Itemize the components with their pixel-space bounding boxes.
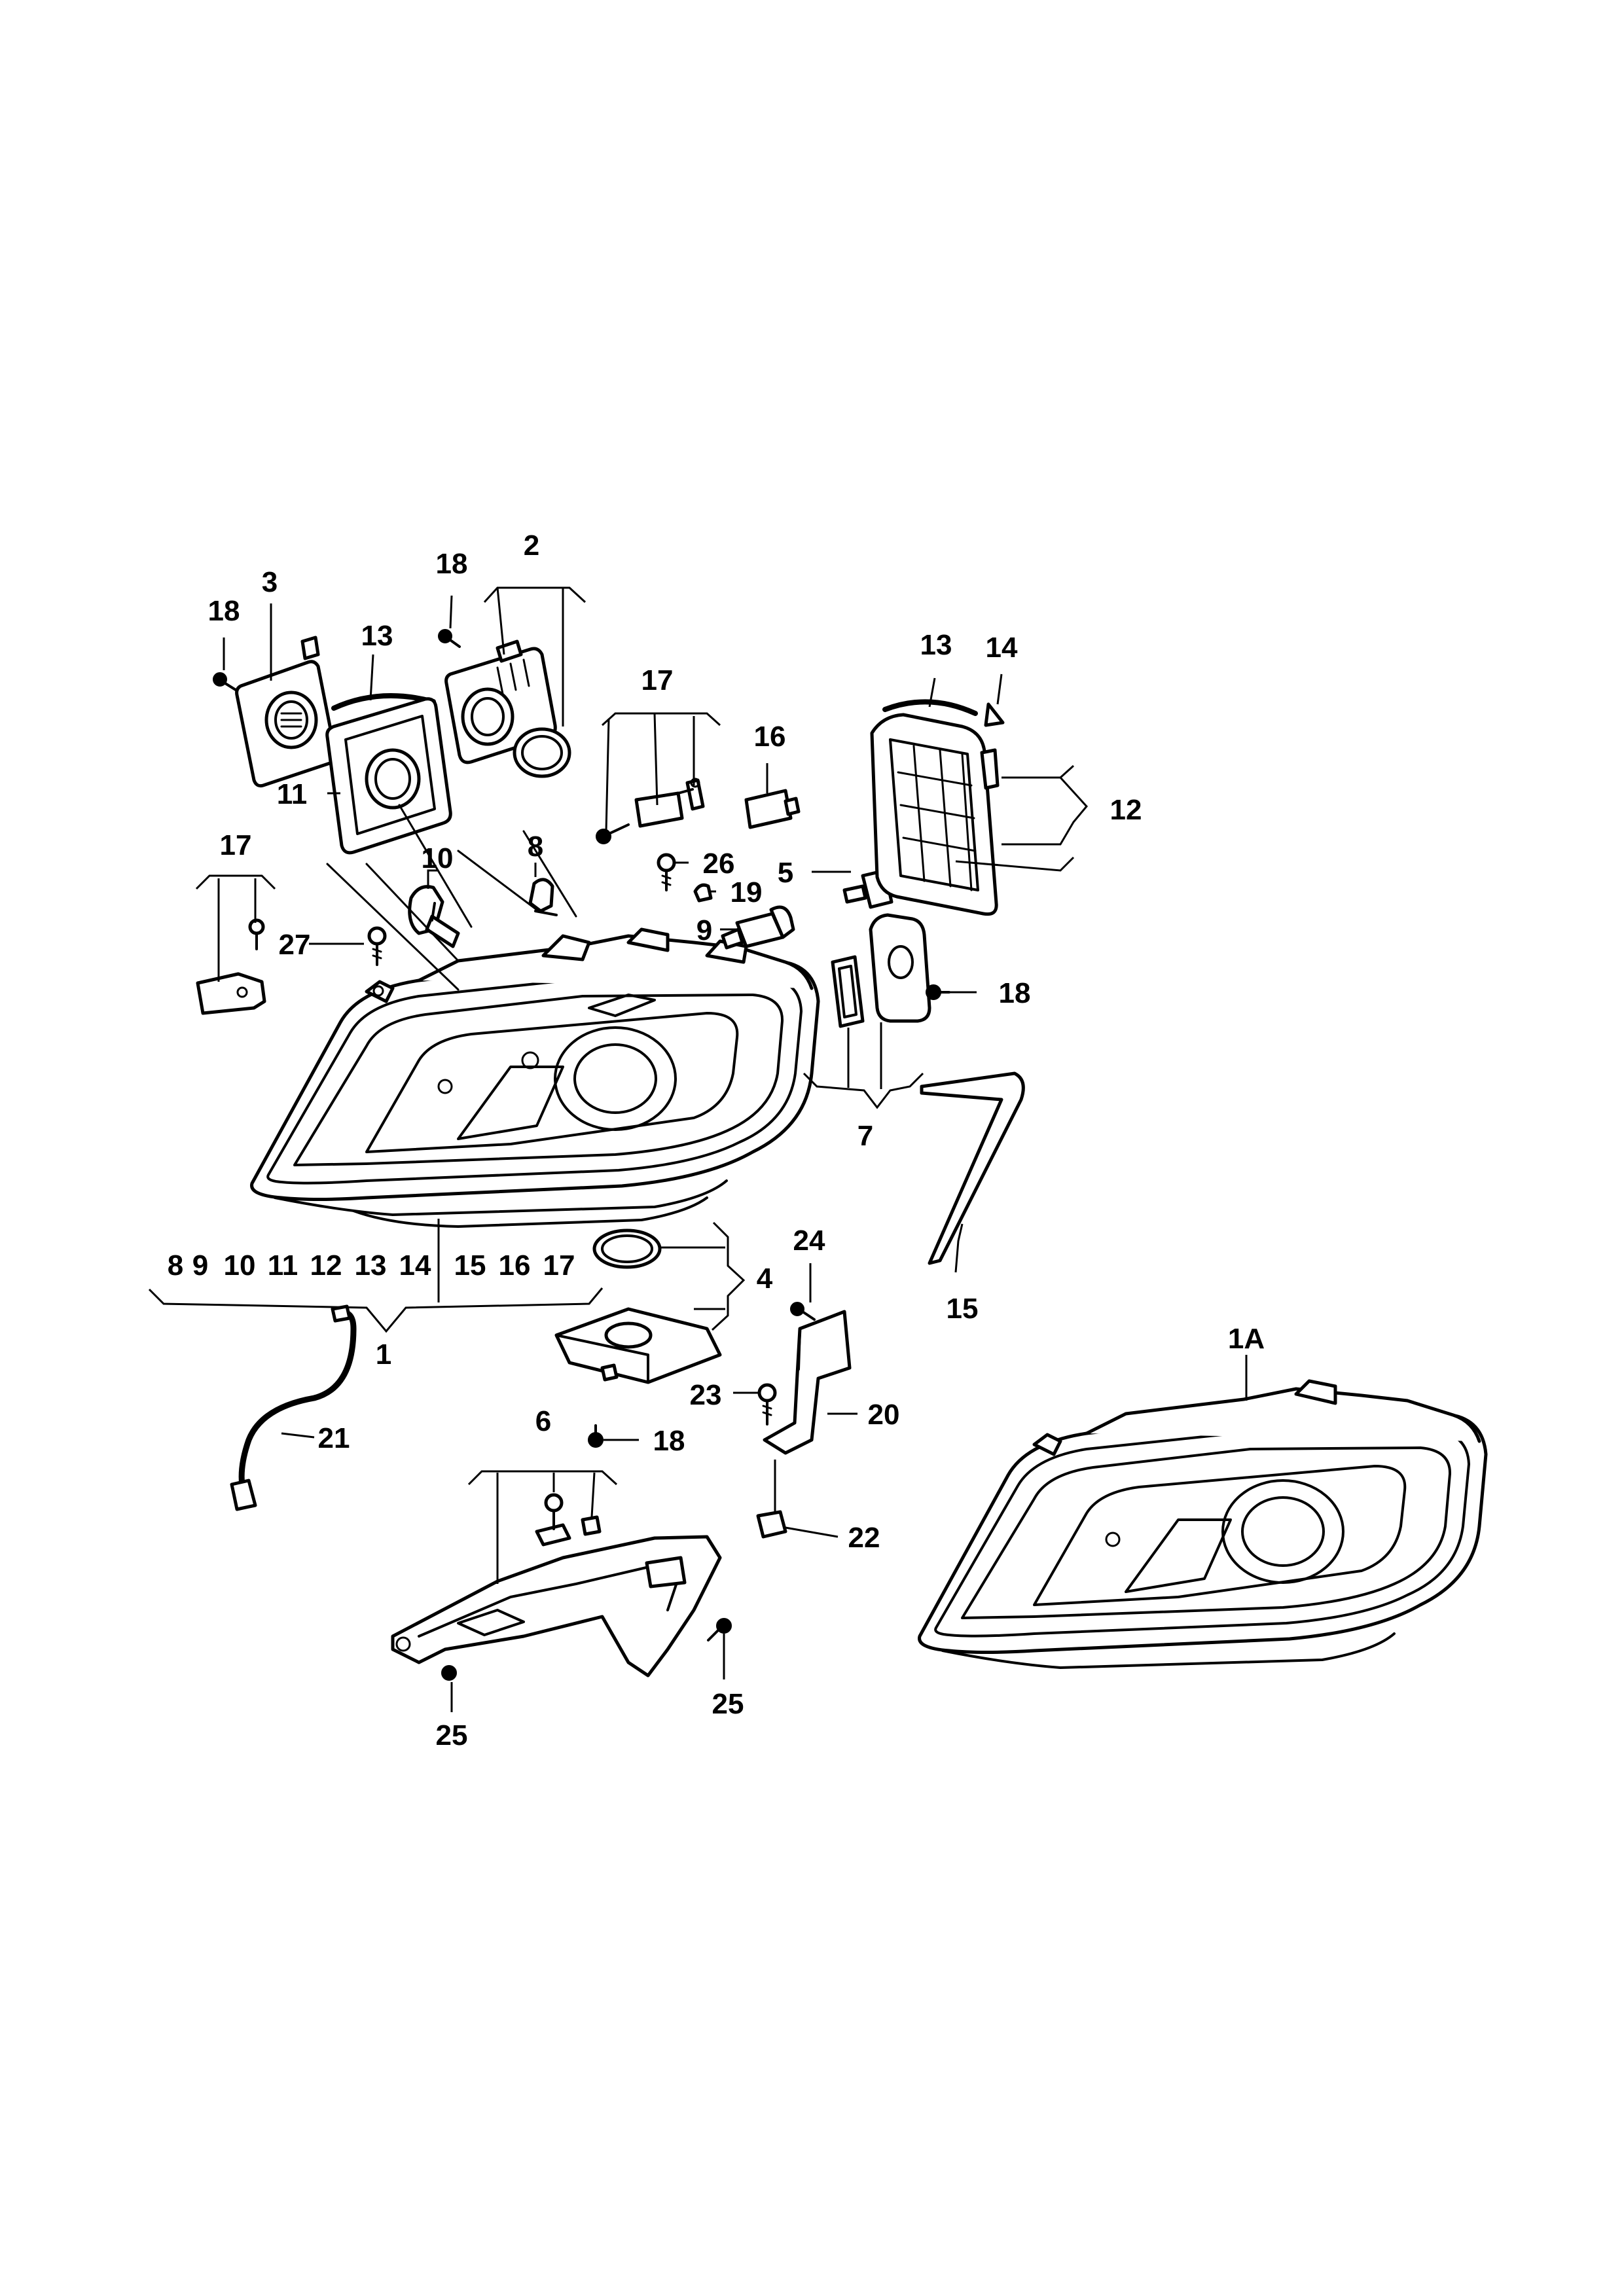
callout-21: 21 [318,1422,350,1454]
callout-23: 23 [690,1379,722,1411]
contents-17: 17 [543,1249,575,1282]
callout-18-d: 18 [653,1425,685,1457]
callout-25-right: 25 [712,1688,744,1720]
callout-10: 10 [422,842,454,874]
screw-27 [367,926,387,966]
screw-bracket-17 [596,823,630,844]
callout-27: 27 [279,929,311,961]
contents-8: 8 [168,1249,183,1282]
callout-14: 14 [986,632,1018,664]
callout-25-left: 25 [436,1719,468,1751]
callout-3: 3 [262,566,278,598]
assembly-contents-row: 8 9 10 11 12 13 14 15 16 17 [168,1249,575,1282]
screw-17-left [248,918,265,950]
cover-12 [870,713,1000,916]
contents-16: 16 [499,1249,531,1282]
contents-14: 14 [399,1249,431,1282]
callout-18-a: 18 [208,595,240,627]
contents-9: 9 [192,1249,208,1282]
screw-26 [657,853,676,891]
nut-6 [581,1515,602,1536]
callout-19: 19 [731,876,763,908]
bracket-6 [391,1523,722,1677]
clip-14 [984,702,1005,727]
callout-1: 1 [376,1338,391,1371]
wire-21 [230,1304,357,1511]
callouts: 1 1A 2 3 4 5 6 7 8 9 10 11 12 13 13 14 1… [208,529,1265,1751]
callout-5: 5 [778,857,793,889]
trim-strip-15 [920,1071,1025,1265]
screw-24 [790,1302,816,1321]
callout-1a: 1A [1228,1323,1265,1355]
clip-22 [756,1510,787,1539]
callout-17-center: 17 [641,664,674,696]
bulb-8 [528,878,558,916]
callout-24: 24 [793,1225,825,1257]
callout-7: 7 [857,1120,873,1152]
contents-11: 11 [268,1249,298,1282]
bulb-10 [408,885,460,948]
screw-6-a [544,1493,564,1530]
callout-13-left: 13 [361,620,393,652]
callout-20: 20 [868,1399,900,1431]
bracket-17-left [196,972,266,1015]
control-unit-3 [235,636,337,788]
screw-23 [757,1383,777,1426]
callout-9: 9 [696,914,712,946]
cover-cap-11 [325,697,452,855]
callout-8: 8 [528,831,543,863]
contents-13: 13 [355,1249,387,1282]
callout-17-left: 17 [220,829,252,861]
contents-12: 12 [310,1249,342,1282]
callout-6: 6 [535,1405,551,1437]
callout-2: 2 [524,529,539,562]
callout-26: 26 [703,848,735,880]
screw-25-right [707,1618,732,1641]
screw-18-bottom [588,1424,604,1448]
callout-15: 15 [947,1293,979,1325]
callout-4: 4 [757,1263,773,1295]
module-16 [744,789,801,829]
bracket-17-center [634,778,705,828]
bulb-socket-9 [721,905,795,950]
callout-22: 22 [848,1522,880,1554]
leader-lines [148,586,1248,1712]
contents-10: 10 [224,1249,256,1282]
callout-16: 16 [754,721,786,753]
control-unit-4 [554,1229,722,1384]
callout-18-b: 18 [436,548,468,580]
headlight-assembly-right [918,1379,1488,1669]
control-unit-2 [444,639,571,778]
contents-15: 15 [454,1249,486,1282]
callout-13-right: 13 [920,629,952,661]
bracket-20 [763,1310,852,1455]
headlight-assembly-left [250,927,820,1228]
screw-18-top-center [438,629,461,648]
callout-18-c: 18 [999,977,1031,1009]
cap-19 [693,883,713,903]
callout-12: 12 [1110,794,1142,826]
callout-11: 11 [277,778,308,810]
bulb-carrier-7 [831,913,931,1028]
screw-18-top-left [213,672,237,691]
screw-25-left [441,1665,457,1681]
